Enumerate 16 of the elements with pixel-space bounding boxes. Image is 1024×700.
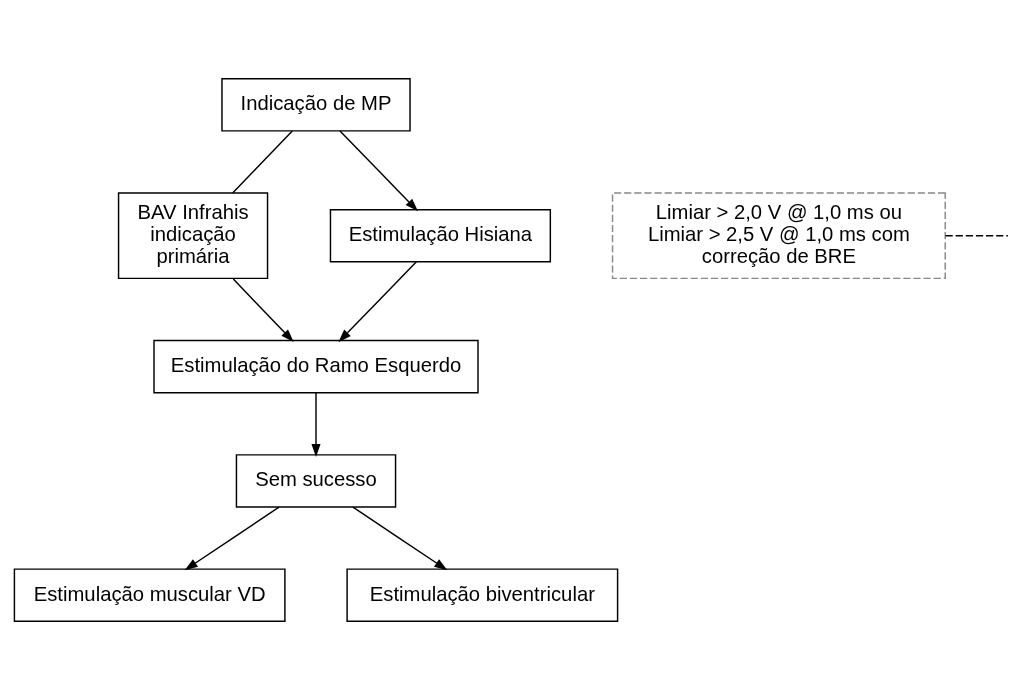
node-box: Sem sucesso — [235, 454, 397, 508]
node-box: BAV Infrahis indicação primária — [117, 192, 269, 280]
arrow — [311, 392, 321, 457]
arrow — [232, 278, 294, 342]
node-box: Estimulação muscular VD — [13, 568, 286, 622]
node-box: Estimulação Hisiana — [329, 208, 552, 263]
connector — [231, 130, 293, 194]
node-box: Limiar > 2,0 V @ 1,0 ms ou Limiar > 2,5 V @ 1,0 ms com correção de BRE — [611, 192, 946, 280]
arrow — [339, 130, 418, 212]
arrow — [338, 261, 418, 343]
arrow — [184, 506, 280, 571]
arrow — [352, 506, 448, 571]
node-box: Indicação de MP — [221, 78, 411, 132]
node-box: Estimulação biventricular — [346, 568, 619, 622]
connector — [944, 235, 1009, 237]
node-box: Estimulação do Ramo Esquerdo — [153, 339, 479, 394]
